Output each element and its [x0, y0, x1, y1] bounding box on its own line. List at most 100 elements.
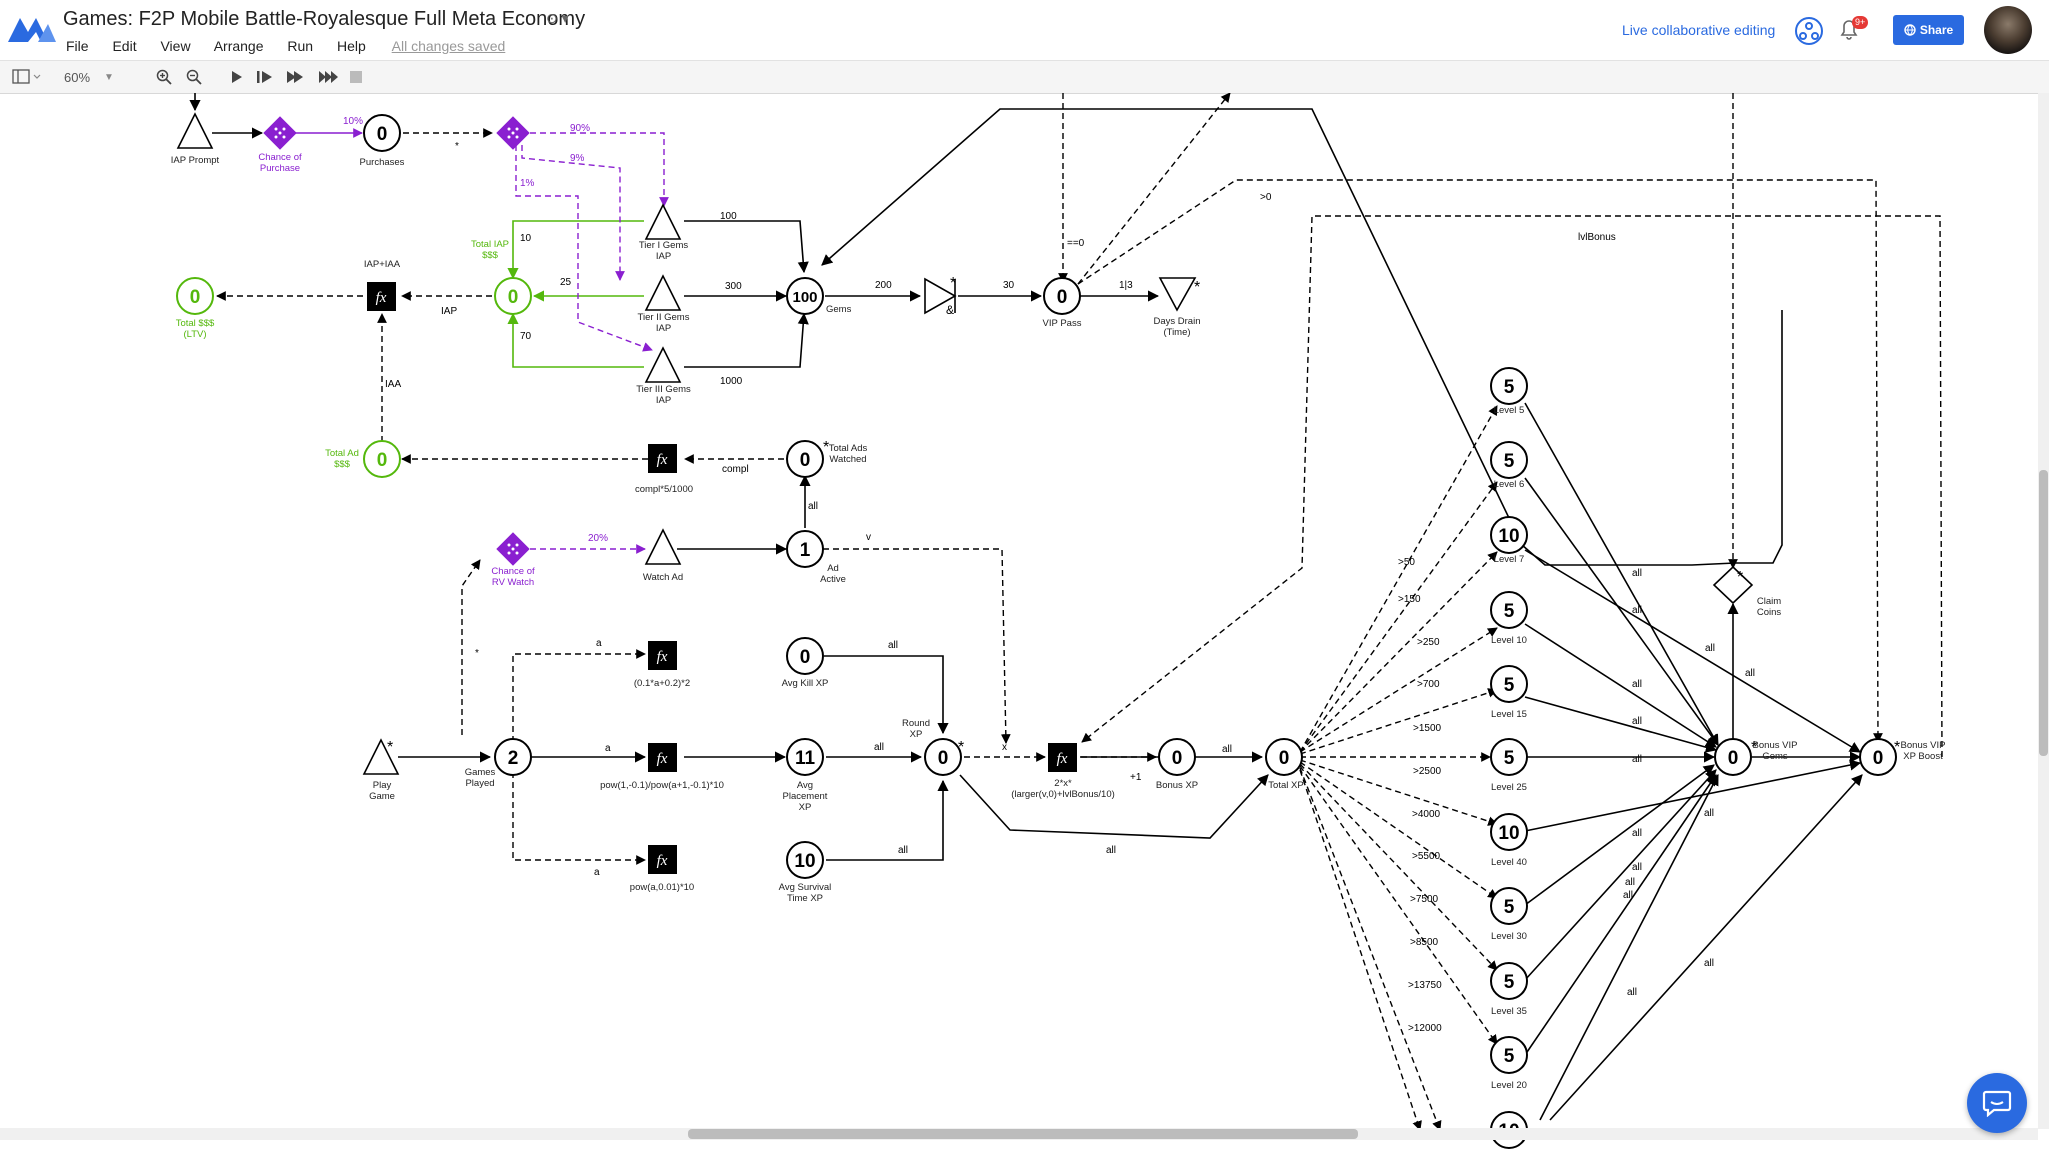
games-played-pool[interactable]: 2: [494, 738, 532, 776]
fx-ads-icon[interactable]: fx: [648, 444, 677, 473]
total-xp-pool[interactable]: 0: [1265, 738, 1303, 776]
stop-button[interactable]: [346, 67, 366, 87]
edge-label-all-surv: all: [898, 845, 908, 856]
level-10-label: Level 10: [1491, 635, 1527, 646]
menu-arrange[interactable]: Arrange: [213, 38, 264, 54]
level-7-pool[interactable]: 10: [1490, 516, 1528, 554]
menu-view[interactable]: View: [160, 38, 191, 54]
chance-purchase-label: Chance of Purchase: [258, 152, 302, 174]
svg-text:fx: fx: [376, 290, 387, 306]
edge-label-all-bottom: all: [1627, 987, 1637, 998]
svg-text:0: 0: [1057, 287, 1068, 308]
threshold-label-150: >150: [1398, 594, 1421, 605]
menu-file[interactable]: File: [66, 38, 89, 54]
zoom-in-button[interactable]: [154, 67, 174, 87]
fast-forward-button[interactable]: [284, 67, 308, 87]
level-7-label: Level 7: [1493, 554, 1525, 565]
play-button[interactable]: [226, 67, 246, 87]
quick-run-button[interactable]: [316, 67, 342, 87]
bonus-vip-xp-label: Bonus VIP XP Boost: [1900, 740, 1946, 762]
bonus-vip-xp-pool[interactable]: 0: [1859, 738, 1897, 776]
bonus-xp-pool[interactable]: 0: [1158, 738, 1196, 776]
svg-text:0: 0: [1279, 748, 1290, 769]
live-collab-link[interactable]: Live collaborative editing: [1622, 22, 1776, 38]
edge-label-all-l5: all: [1632, 568, 1642, 579]
tier3-source-icon[interactable]: [644, 346, 682, 383]
round-xp-pool[interactable]: 0: [924, 738, 962, 776]
svg-text:0: 0: [800, 647, 811, 668]
menu-run[interactable]: Run: [287, 38, 314, 54]
svg-text:10: 10: [1498, 823, 1519, 844]
level-35-pool[interactable]: 5: [1490, 962, 1528, 1000]
level-20-pool[interactable]: 5: [1490, 1036, 1528, 1074]
avg-placement-xp-pool[interactable]: 11: [786, 738, 824, 776]
edge-label-iap: IAP: [441, 306, 457, 317]
avg-survival-xp-pool[interactable]: 10: [786, 841, 824, 879]
ad-active-label: Ad Active: [820, 563, 846, 585]
bonus-vip-gems-label: Bonus VIP Gems: [1752, 740, 1798, 762]
days-drain-icon[interactable]: [1158, 277, 1197, 312]
level-40-pool[interactable]: 10: [1490, 813, 1528, 851]
threshold-label-700: >700: [1417, 679, 1440, 690]
panel-toggle-button[interactable]: [10, 67, 44, 87]
fx-placement-icon[interactable]: fx: [648, 743, 677, 772]
chat-support-button[interactable]: [1967, 1073, 2027, 1133]
ad-active-pool[interactable]: 1: [786, 530, 824, 568]
level-15-pool[interactable]: 5: [1490, 665, 1528, 703]
fx-bonus-icon[interactable]: fx: [1048, 743, 1077, 772]
play-icon: [232, 71, 242, 83]
menu-edit[interactable]: Edit: [112, 38, 137, 54]
iap-money-connections: [507, 220, 644, 368]
edge-label-lvlbonus: lvlBonus: [1578, 232, 1616, 243]
total-ad-pool[interactable]: 0: [363, 440, 401, 478]
level-25-pool[interactable]: 5: [1490, 738, 1528, 776]
menu-help[interactable]: Help: [336, 38, 366, 54]
document-title[interactable]: Games: F2P Mobile Battle-Royalesque Full…: [63, 8, 586, 30]
horizontal-scroll-thumb[interactable]: [688, 1129, 1358, 1139]
chance-split-dice-icon[interactable]: [496, 116, 530, 150]
svg-text:fx: fx: [1057, 751, 1068, 767]
share-button[interactable]: Share: [1893, 15, 1964, 45]
tier1-source-icon[interactable]: [644, 203, 682, 240]
vip-pass-pool[interactable]: 0: [1043, 277, 1081, 315]
chance-of-purchase-dice-icon[interactable]: [263, 116, 297, 150]
chance-of-rv-dice-icon[interactable]: [496, 532, 530, 566]
machinations-logo-icon[interactable]: [8, 14, 56, 44]
save-status: All changes saved: [391, 38, 506, 54]
watch-ad-source-icon[interactable]: [644, 528, 682, 565]
avg-kill-xp-pool[interactable]: 0: [786, 637, 824, 675]
zoom-select[interactable]: 60% ▼: [64, 67, 134, 87]
play-game-source-icon[interactable]: [362, 738, 400, 775]
notification-bell-icon[interactable]: [1836, 16, 1862, 42]
level-6-pool[interactable]: 5: [1490, 441, 1528, 479]
step-button[interactable]: [254, 67, 276, 87]
svg-text:0: 0: [377, 450, 388, 471]
iap-prompt-source-icon[interactable]: [176, 112, 214, 149]
fx-kill-icon[interactable]: fx: [648, 641, 677, 670]
collaboration-icon[interactable]: [1794, 16, 1824, 46]
watch-ad-label: Watch Ad: [642, 572, 684, 583]
total-iap-pool[interactable]: 0: [494, 277, 532, 315]
purchases-pool[interactable]: 0: [363, 114, 401, 152]
converter-icon[interactable]: [924, 277, 957, 315]
claim-coins-gate-icon[interactable]: [1712, 565, 1754, 605]
fx-survival-icon[interactable]: fx: [648, 845, 677, 874]
edge-label-all-place: all: [874, 742, 884, 753]
fx-iap-iaa-icon[interactable]: fx: [367, 282, 396, 311]
total-ads-watched-pool[interactable]: 0: [786, 440, 824, 478]
tier2-source-icon[interactable]: [644, 274, 682, 311]
svg-text:5: 5: [1504, 601, 1515, 622]
zoom-out-button[interactable]: [184, 67, 204, 87]
avatar[interactable]: [1984, 6, 2032, 54]
level-5-pool[interactable]: 5: [1490, 367, 1528, 405]
total-ltv-pool[interactable]: 0: [176, 277, 214, 315]
level-30-pool[interactable]: 5: [1490, 887, 1528, 925]
level-10-pool[interactable]: 5: [1490, 591, 1528, 629]
svg-text:0: 0: [1873, 748, 1884, 769]
bonus-vip-gems-pool[interactable]: 0: [1714, 738, 1752, 776]
diagram-canvas[interactable]: 10% 90% 9% 1% * 10 25 70 100 300 1000 20…: [0, 93, 2049, 1154]
visibility-toggle-icon[interactable]: ⊙ ▾: [546, 10, 569, 26]
chat-bubble-icon: [1982, 1090, 2012, 1117]
vertical-scroll-thumb[interactable]: [2039, 470, 2048, 756]
gems-pool[interactable]: 100: [786, 277, 824, 315]
